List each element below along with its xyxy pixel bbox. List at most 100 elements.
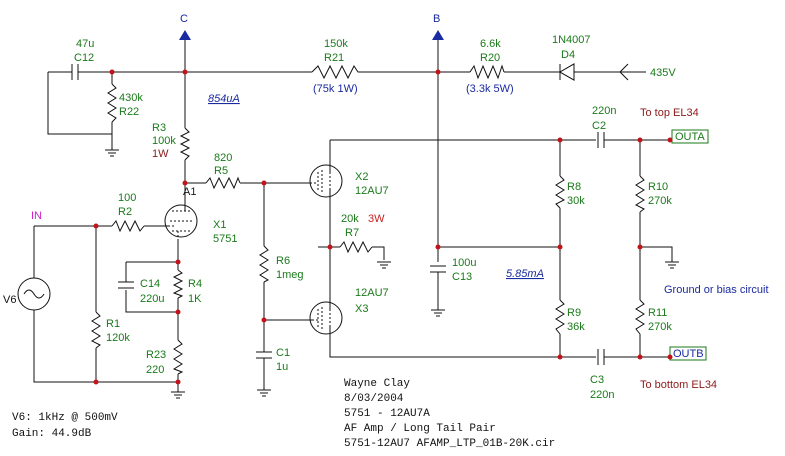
r10-name: R10 xyxy=(648,181,668,193)
resistor-r23[interactable] xyxy=(172,339,184,375)
c14-value: 220u xyxy=(140,293,164,305)
c12-value: 47u xyxy=(76,38,94,50)
r21-note: (75k 1W) xyxy=(313,83,358,95)
tube-x3[interactable] xyxy=(309,300,343,336)
node-a1-label: A1 xyxy=(183,186,196,198)
capacitor-c14[interactable] xyxy=(118,280,134,289)
c2-value: 220n xyxy=(592,105,616,117)
x3-value: 12AU7 xyxy=(355,287,389,299)
resistor-r4[interactable] xyxy=(172,269,184,299)
r5-value: 820 xyxy=(214,152,232,164)
input-label: IN xyxy=(31,210,42,222)
r9-value: 36k xyxy=(567,321,585,333)
capacitor-c12[interactable] xyxy=(71,64,90,80)
r4-value: 1K xyxy=(188,293,202,305)
r10-value: 270k xyxy=(648,195,672,207)
to-top-el34: To top EL34 xyxy=(640,107,699,119)
r20-value: 6.6k xyxy=(480,38,501,50)
resistor-r1[interactable] xyxy=(90,311,101,349)
r9-name: R9 xyxy=(567,307,581,319)
resistor-r22[interactable] xyxy=(107,83,117,123)
r7-name: R7 xyxy=(345,227,359,239)
ground-icon xyxy=(105,149,119,157)
r21-name: R21 xyxy=(324,52,344,64)
resistor-r6[interactable] xyxy=(259,245,270,283)
resistor-r8[interactable] xyxy=(555,175,566,209)
r6-value: 1meg xyxy=(276,269,304,281)
capacitor-c2[interactable] xyxy=(597,132,614,148)
c14-name: C14 xyxy=(140,278,160,290)
c13-name: C13 xyxy=(452,271,472,283)
ground-symbols xyxy=(105,149,679,399)
diode-d4[interactable] xyxy=(555,63,578,81)
c3-name: C3 xyxy=(590,374,604,386)
node-c-arrow xyxy=(179,30,191,40)
r7-power: 3W xyxy=(368,213,385,225)
r4-name: R4 xyxy=(188,278,202,290)
ground-icon xyxy=(377,261,391,269)
x2-name: X2 xyxy=(355,171,368,183)
c12-name: C12 xyxy=(74,52,94,64)
title-line1: Wayne Clay xyxy=(344,378,410,390)
junction-dots xyxy=(93,69,673,385)
ground-icon xyxy=(257,389,271,397)
r20-note: (3.3k 5W) xyxy=(466,83,514,95)
r1-value: 120k xyxy=(106,332,130,344)
r21-value: 150k xyxy=(324,38,348,50)
v6-name: V6 xyxy=(3,294,16,306)
resistor-r21[interactable] xyxy=(311,64,364,80)
r7-value: 20k xyxy=(341,213,359,225)
sim-note-line1: V6: 1kHz @ 500mV xyxy=(12,412,118,424)
resistor-r11[interactable] xyxy=(635,299,645,335)
r22-value: 430k xyxy=(119,92,143,104)
c13-value: 100u xyxy=(452,257,476,269)
capacitor-c3[interactable] xyxy=(597,349,614,365)
x3-name: X3 xyxy=(355,303,368,315)
to-bottom-el34: To bottom EL34 xyxy=(640,379,717,391)
d4-name: D4 xyxy=(561,49,575,61)
x2-value: 12AU7 xyxy=(355,185,389,197)
x1-name: X1 xyxy=(213,219,226,231)
current-854ua: 854uA xyxy=(208,93,240,105)
c1-value: 1u xyxy=(276,361,288,373)
r1-name: R1 xyxy=(106,318,120,330)
title-line3: 5751 - 12AU7A xyxy=(344,408,430,420)
r3-value: 100k xyxy=(152,135,176,147)
ground-icon xyxy=(431,309,445,317)
supply-voltage: 435V xyxy=(650,67,676,79)
capacitor-c13[interactable] xyxy=(430,265,446,290)
resistor-r2[interactable] xyxy=(111,219,145,233)
r20-name: R20 xyxy=(480,52,500,64)
tube-x2[interactable] xyxy=(309,162,343,200)
current-585ma: 5.85mA xyxy=(506,268,544,280)
ground-bias-note: Ground or bias circuit xyxy=(664,284,769,296)
resistor-r9[interactable] xyxy=(555,299,565,335)
capacitor-c1[interactable] xyxy=(256,344,272,370)
node-b-label: B xyxy=(433,13,440,25)
d4-value: 1N4007 xyxy=(552,34,591,46)
r5-name: R5 xyxy=(214,165,228,177)
tube-x1[interactable] xyxy=(164,200,198,240)
resistor-r3[interactable] xyxy=(179,127,191,161)
r22-name: R22 xyxy=(119,106,139,118)
r2-value: 100 xyxy=(118,192,136,204)
title-line4: AF Amp / Long Tail Pair xyxy=(344,423,496,435)
c2-name: C2 xyxy=(592,120,606,132)
resistor-r20[interactable] xyxy=(469,64,505,80)
c1-name: C1 xyxy=(276,347,290,359)
resistor-r10[interactable] xyxy=(634,175,645,213)
ground-icon xyxy=(171,391,185,399)
r23-value: 220 xyxy=(146,364,164,376)
sim-note-line2: Gain: 44.9dB xyxy=(12,428,92,440)
r6-name: R6 xyxy=(276,255,290,267)
r8-value: 30k xyxy=(567,195,585,207)
c3-value: 220n xyxy=(590,389,614,401)
source-v6[interactable] xyxy=(17,276,51,312)
resistor-r5[interactable] xyxy=(205,176,241,190)
resistor-r7[interactable] xyxy=(339,240,373,254)
supply-terminal xyxy=(618,63,646,81)
r2-name: R2 xyxy=(118,206,132,218)
r3-name: R3 xyxy=(152,122,166,134)
